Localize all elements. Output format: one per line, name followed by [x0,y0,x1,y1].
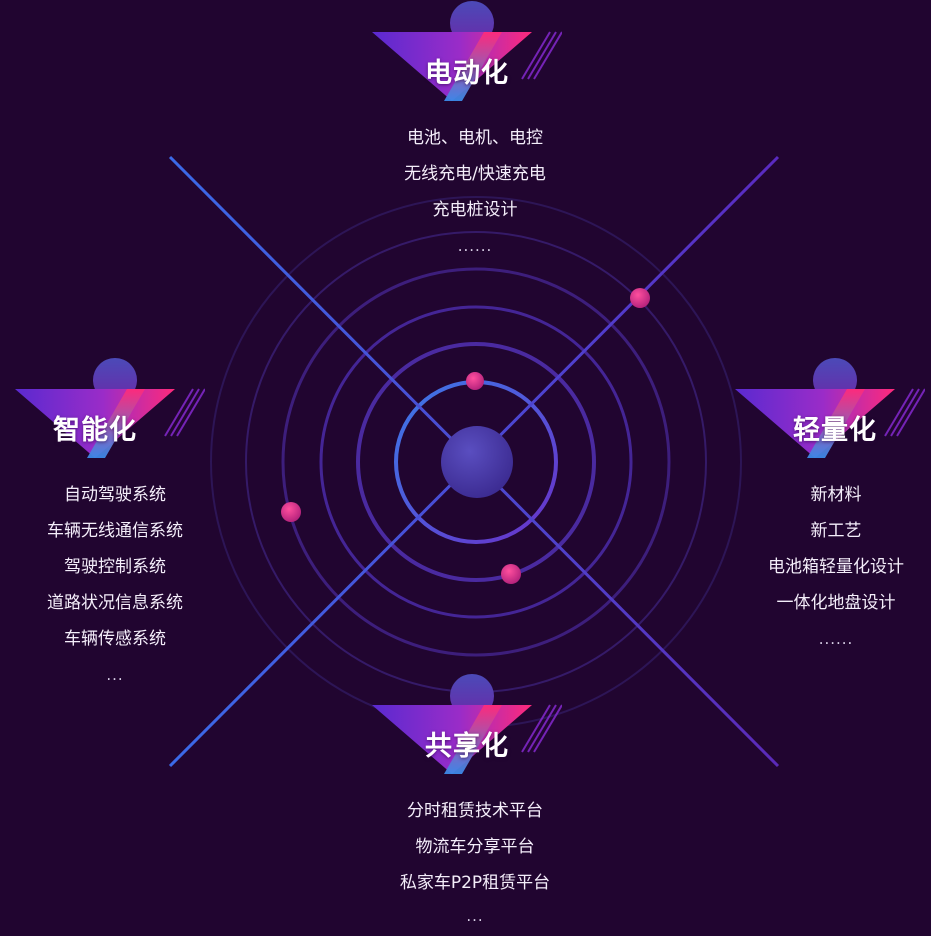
orbit-dot [466,372,484,390]
section-title-lightweight: 轻量化 [793,415,877,446]
list-electrification: 电池、电机、电控 无线充电/快速充电 充电桩设计 ...... [355,120,595,264]
list-item: 新材料 [810,485,862,505]
center-hub [441,426,513,498]
list-item: 车辆传感系统 [64,629,166,649]
orbit-dot [501,564,521,584]
list-item: 电池箱轻量化设计 [768,557,904,577]
list-sharing: 分时租赁技术平台 物流车分享平台 私家车P2P租赁平台 ... [355,793,595,931]
ring-3 [319,305,633,619]
section-title-intelligence: 智能化 [53,415,137,446]
list-item: 道路状况信息系统 [47,593,183,613]
list-lightweight: 新材料 新工艺 电池箱轻量化设计 一体化地盘设计 ...... [716,477,931,657]
section-title-sharing: 共享化 [425,731,509,762]
list-item: 电池、电机、电控 [407,128,543,148]
list-item: 新工艺 [810,521,862,541]
list-item: 一体化地盘设计 [776,593,896,613]
list-item: 车辆无线通信系统 [47,521,183,541]
list-item: 自动驾驶系统 [64,485,166,505]
list-item-more: ...... [818,630,854,648]
ring-4 [281,267,671,657]
list-item: 充电桩设计 [432,200,518,220]
badge-lightweight: 轻量化 [735,358,925,458]
list-item-more: ... [466,907,484,925]
ring-2 [356,342,596,582]
list-item-more: ... [106,666,124,684]
list-intelligence: 自动驾驶系统 车辆无线通信系统 驾驶控制系统 道路状况信息系统 车辆传感系统 .… [0,477,235,693]
badge-electrification: 电动化 [372,1,562,101]
list-item: 无线充电/快速充电 [404,164,546,184]
badge-intelligence: 智能化 [15,358,205,458]
list-item: 驾驶控制系统 [64,557,166,577]
orbit-dot [281,502,301,522]
list-item-more: ...... [457,237,493,255]
list-item: 私家车P2P租赁平台 [399,873,551,893]
section-title-electrification: 电动化 [425,58,509,89]
list-item: 分时租赁技术平台 [407,801,543,821]
orbit-dot [630,288,650,308]
badge-sharing: 共享化 [372,674,562,774]
list-item: 物流车分享平台 [415,837,535,857]
